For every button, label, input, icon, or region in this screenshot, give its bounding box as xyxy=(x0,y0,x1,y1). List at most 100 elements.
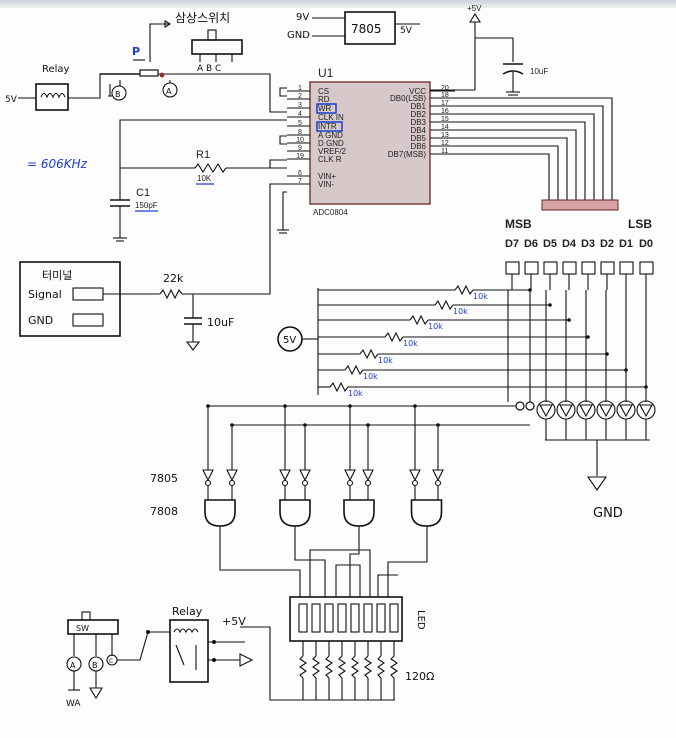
chip-pin-num: 10 xyxy=(296,137,304,144)
bottom-switch-label: SW xyxy=(76,624,89,633)
ladder-value: 10k xyxy=(428,322,443,331)
chip-part: ADC0804 xyxy=(313,208,348,217)
bit-label: D6 xyxy=(524,238,538,250)
bottom-pin-a: A xyxy=(70,661,76,670)
chip-pin-num: 19 xyxy=(296,153,304,160)
terminal-block: 터미널 Signal GND 22k 10uF xyxy=(19,183,287,351)
inverter-bubble xyxy=(434,479,442,487)
chip-pin-name: CLK R xyxy=(318,155,342,164)
ladder-resistor xyxy=(384,331,404,343)
bit-box xyxy=(581,261,596,275)
and-gate-icon xyxy=(279,499,311,527)
bit-label: D3 xyxy=(581,238,595,250)
chip-pin-num: 9 xyxy=(298,145,302,152)
ladder-value: 10k xyxy=(348,389,363,398)
bottom-switch-body xyxy=(67,619,119,635)
msb-label: MSB xyxy=(505,217,532,231)
chip-pin-num: 1 xyxy=(298,85,302,92)
chip-pin-num: 14 xyxy=(441,124,449,131)
bit-box xyxy=(543,261,558,275)
cap-10uf-label: 10uF xyxy=(530,67,548,76)
led-resistor xyxy=(377,655,385,679)
pin-header xyxy=(541,199,619,211)
led-segment xyxy=(311,603,321,633)
reg-part: 7805 xyxy=(351,22,382,36)
relay-top-label: Relay xyxy=(42,64,70,75)
gate-output-wire xyxy=(377,574,398,597)
lsb-label: LSB xyxy=(628,217,652,231)
bit-box xyxy=(562,261,577,275)
chip-pin-num: 13 xyxy=(441,132,449,139)
bottom-pin-c: C xyxy=(109,658,113,665)
relay-top-box xyxy=(35,83,69,111)
led-segment xyxy=(324,603,334,633)
ladder-resistor xyxy=(344,364,364,376)
junction-dot xyxy=(206,404,210,408)
ladder-node xyxy=(548,303,552,307)
chip-pin-name: DB2 xyxy=(410,110,426,119)
bit-label: D0 xyxy=(639,238,653,250)
ladder-resistor xyxy=(329,381,349,393)
and-gate-icon xyxy=(343,499,375,527)
vcc-circle-label: 5V xyxy=(283,335,296,346)
chip-pin-name: D GND xyxy=(318,139,344,148)
chip-pin-num: 2 xyxy=(298,93,302,100)
led-resistor xyxy=(364,655,372,679)
junction-dot xyxy=(413,404,417,408)
led-resistor xyxy=(351,655,359,679)
wr-highlight xyxy=(316,103,337,114)
chip-pin-name: CS xyxy=(318,87,329,96)
ladder-resistor xyxy=(409,314,429,326)
junction-dot xyxy=(230,423,234,427)
gate-output-wire xyxy=(387,526,428,597)
diode-icon xyxy=(619,404,633,418)
led-segment xyxy=(350,603,360,633)
chip-pin-num: 11 xyxy=(441,148,448,155)
input-res-label: 22k xyxy=(163,272,184,285)
gate-wires xyxy=(206,404,440,597)
chip-pin-num: 5 xyxy=(298,120,302,127)
chip-pin-name: RD xyxy=(318,95,330,104)
chip-pin-num: 18 xyxy=(441,92,449,99)
led-resistor xyxy=(312,655,320,679)
bit-box xyxy=(600,261,615,275)
inverter-bubble xyxy=(281,479,289,487)
bottom-pin-b: B xyxy=(92,661,98,670)
bit-label: D4 xyxy=(562,238,577,250)
switch-contact-dot xyxy=(159,72,165,78)
r1-label: R1 xyxy=(196,149,210,161)
plus5v-label: +5V xyxy=(467,4,482,13)
reg-gnd-label: GND xyxy=(287,30,310,41)
inverter-icon xyxy=(279,469,291,482)
intr-highlight xyxy=(316,121,343,132)
gate-label-top: 7805 xyxy=(150,472,178,485)
gate-output-wire xyxy=(309,549,371,597)
gate-output-wire xyxy=(349,526,360,597)
led-drivers xyxy=(536,290,656,440)
chip-pin-num: 3 xyxy=(298,102,302,109)
regulator: 9V GND 7805 5V xyxy=(287,11,420,45)
led-segment xyxy=(389,603,399,633)
bit-label: D7 xyxy=(505,238,519,250)
relay-top-5v: 5V xyxy=(5,95,18,105)
bottom-wa-label: WA xyxy=(66,699,81,709)
inverter-icon xyxy=(226,469,238,482)
bit-label: D1 xyxy=(619,238,633,250)
r1-value: 10K xyxy=(197,174,212,183)
chip-pin-num: 17 xyxy=(441,100,449,107)
chip-pin-num: 6 xyxy=(298,170,302,177)
bottom-plus5v: +5V xyxy=(222,615,246,628)
top-switch: 삼상스위치 A B C xyxy=(149,11,243,74)
switch-arrow-icon xyxy=(164,20,172,28)
led-segment xyxy=(337,603,347,633)
diode-icon xyxy=(639,404,653,418)
chip-pin-name: DB3 xyxy=(410,118,426,127)
inverter-icon xyxy=(299,469,311,482)
contact-b-label: B xyxy=(115,90,121,99)
switch-title: 삼상스위치 xyxy=(175,11,230,25)
window-top-bar xyxy=(0,0,676,8)
chip-pin-name: A GND xyxy=(318,131,343,140)
contact-a-label: A xyxy=(166,87,172,96)
relay-coil-icon xyxy=(40,92,66,99)
